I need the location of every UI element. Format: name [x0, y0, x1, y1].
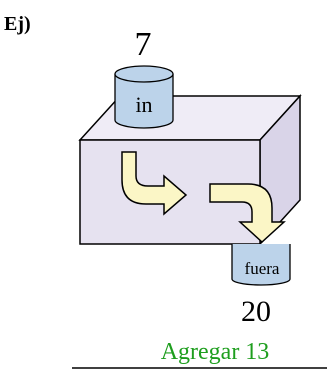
- output-value: 20: [241, 295, 271, 328]
- curved-arrow-icon: [121, 151, 188, 216]
- output-cylinder: fuera: [231, 244, 291, 286]
- exercise-label: Ej): [4, 13, 31, 35]
- rule-text: Agregar 13: [161, 339, 270, 365]
- output-label: fuera: [245, 259, 280, 278]
- curved-arrow-icon: [209, 183, 286, 244]
- input-label: in: [135, 92, 152, 117]
- input-value: 7: [135, 26, 152, 63]
- input-cylinder: in: [114, 65, 174, 129]
